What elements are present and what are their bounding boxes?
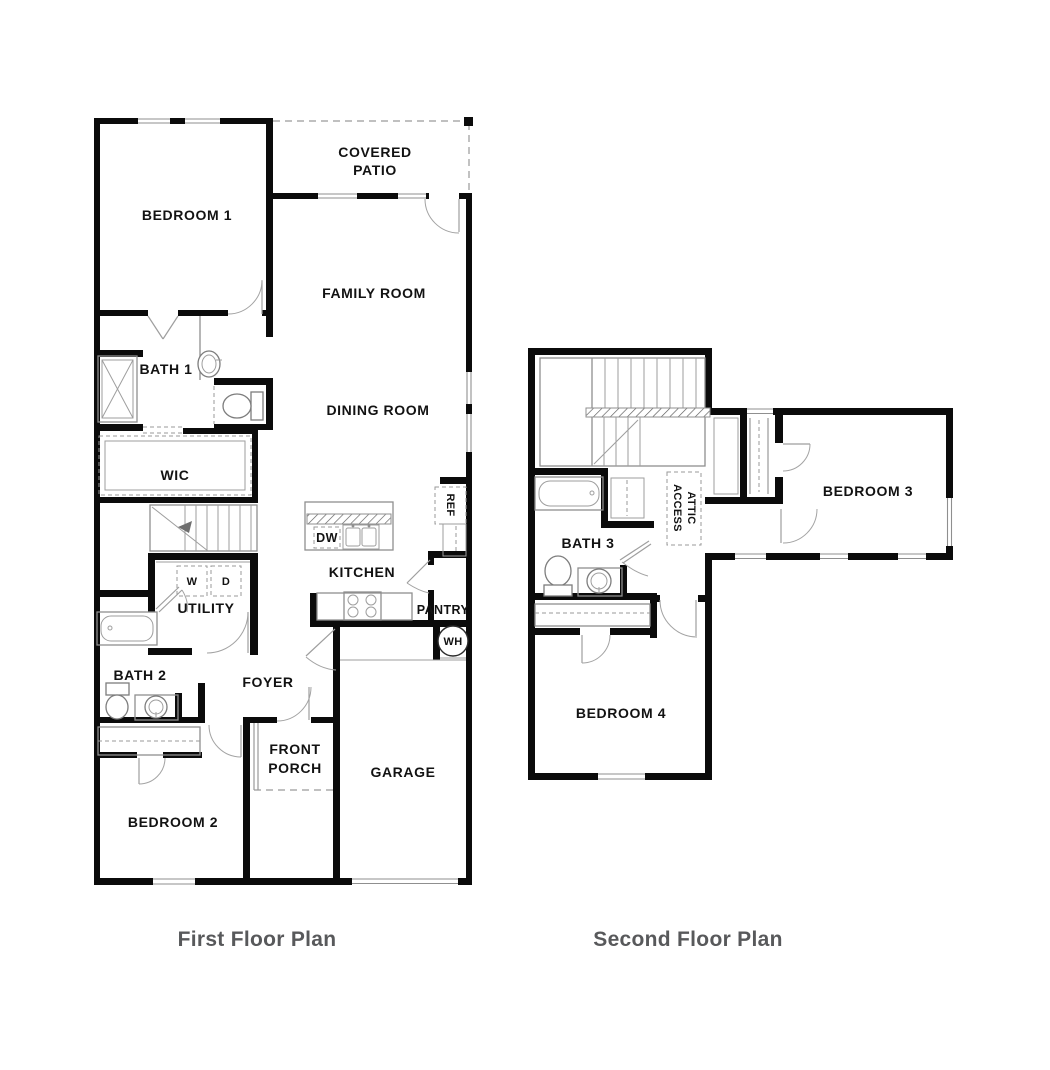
label-bedroom-1: BEDROOM 1 [142, 207, 232, 223]
ff-walls [94, 118, 472, 885]
first-floor-plan: BEDROOM 1 COVERED PATIO FAMILY ROOM BATH… [94, 117, 473, 951]
label-bedroom-4: BEDROOM 4 [576, 705, 666, 721]
bath3-tub [534, 476, 604, 511]
label-family-room: FAMILY ROOM [322, 285, 426, 301]
second-floor-title: Second Floor Plan [593, 928, 782, 951]
sf-doors [581, 443, 818, 664]
bath1-shower [97, 355, 138, 423]
sf-stairs [539, 357, 711, 467]
bedroom4-closet [534, 603, 651, 627]
label-dryer: D [222, 576, 230, 588]
label-utility: UTILITY [177, 600, 234, 616]
label-water-heater: WH [444, 636, 463, 648]
label-refrigerator: REF [444, 494, 456, 517]
label-front-porch-line1: FRONT [269, 741, 320, 757]
label-bath-1: BATH 1 [139, 361, 192, 377]
covered-patio-outline [273, 117, 473, 193]
bath1-sink [197, 316, 222, 380]
label-kitchen: KITCHEN [329, 564, 395, 580]
ff-windows [138, 117, 473, 886]
sf-labels: BATH 3 ATTIC ACCESS BEDROOM 3 BEDROOM 4 [561, 483, 913, 721]
first-floor-title: First Floor Plan [178, 928, 337, 951]
label-wic: WIC [160, 467, 189, 483]
water-heater-circle [437, 625, 469, 659]
second-floor-plan: BATH 3 ATTIC ACCESS BEDROOM 3 BEDROOM 4 … [528, 348, 954, 951]
label-pantry: PANTRY [417, 603, 470, 617]
kitchen-range [316, 591, 413, 621]
label-garage: GARAGE [370, 764, 435, 780]
bath3-sink [577, 567, 623, 597]
bath1-toilet [213, 386, 264, 424]
ff-labels: BEDROOM 1 COVERED PATIO FAMILY ROOM BATH… [113, 144, 469, 830]
washer-dryer-boxes [156, 561, 250, 597]
walk-in-closet-shelving [98, 426, 252, 496]
label-front-porch-line2: PORCH [268, 760, 322, 776]
label-bedroom-2: BEDROOM 2 [128, 814, 218, 830]
front-porch-outline [253, 723, 333, 791]
bedroom3-closet [713, 417, 769, 495]
bath2-sink [134, 694, 179, 721]
label-attic-access-line1: ATTIC [685, 491, 697, 524]
label-bath-3: BATH 3 [561, 535, 614, 551]
ff-doors [138, 198, 460, 785]
label-washer: W [187, 576, 198, 588]
label-bedroom-3: BEDROOM 3 [823, 483, 913, 499]
attic-access-box [666, 471, 702, 546]
bath3-linen-closet [610, 477, 645, 519]
label-covered-patio-line1: COVERED [338, 144, 411, 160]
label-covered-patio-line2: PATIO [353, 162, 397, 178]
kitchen-island [304, 501, 394, 551]
bath2-tub [96, 611, 158, 646]
label-dining-room: DINING ROOM [326, 402, 429, 418]
label-dishwasher: DW [316, 531, 338, 545]
bath2-toilet [105, 682, 130, 720]
label-bath-2: BATH 2 [113, 667, 166, 683]
bath3-toilet [543, 555, 573, 597]
label-attic-access-line2: ACCESS [671, 484, 683, 532]
bedroom2-closet [97, 726, 201, 756]
refrigerator-box [434, 486, 467, 557]
sf-windows [598, 407, 954, 781]
label-foyer: FOYER [242, 674, 293, 690]
ff-stairs [149, 504, 258, 552]
